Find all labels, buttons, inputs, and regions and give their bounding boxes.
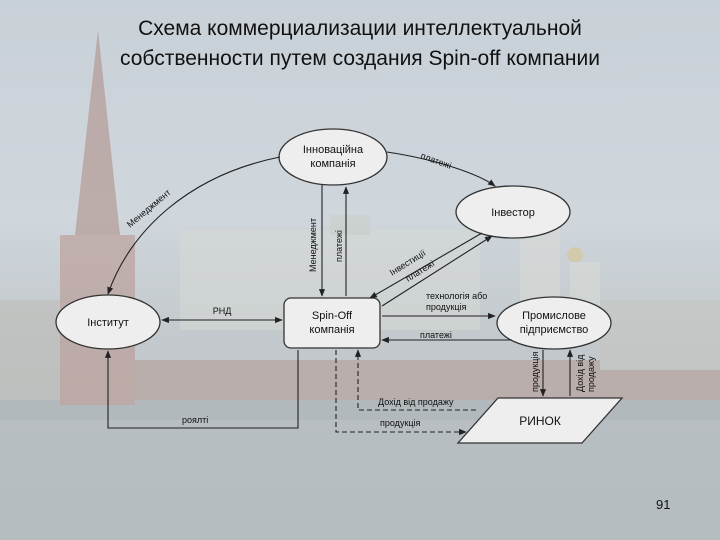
label-technology-2: продукція [426, 302, 467, 312]
edge-royalty [104, 350, 299, 429]
innovation-label-1: Інноваційна [303, 144, 364, 156]
market-label: РИНОК [519, 414, 561, 428]
edge-investments [369, 232, 483, 299]
node-innovation-company: Інноваційна компанія [278, 128, 388, 186]
node-industrial-enterprise: Промислове підприємство [496, 296, 612, 350]
label-income-vertical-1: Дохід від [575, 354, 585, 392]
edge-management-left [107, 156, 281, 295]
page-number: 91 [656, 497, 671, 512]
institute-label: Інститут [87, 317, 129, 329]
title-line-1: Схема коммерциализации интеллектуальной [138, 17, 582, 40]
edge-payments-top [386, 151, 496, 187]
node-market: РИНОК [456, 397, 624, 444]
slide-title: Схема коммерциализации интеллектуальной … [0, 14, 720, 74]
edge-payments-diag [381, 235, 493, 307]
label-technology-1: технологія або [426, 291, 487, 301]
label-income-sales: Дохід від продажу [378, 397, 454, 407]
label-income-vertical-2: продажу [586, 356, 596, 392]
industrial-label-1: Промислове [522, 310, 586, 322]
industrial-label-2: підприємство [520, 324, 589, 336]
edge-products-market [335, 350, 467, 436]
label-payments-top: платежі [419, 150, 452, 170]
title-line-2: собственности путем создания Spin-off ко… [120, 47, 600, 70]
innovation-label-2: компанія [310, 158, 355, 170]
spinoff-label-1: Spin-Off [312, 310, 353, 322]
spinoff-label-2: компанія [309, 324, 354, 336]
label-products-market: продукція [380, 418, 421, 428]
label-management-left: Менеджмент [125, 187, 173, 229]
label-payments-center: платежі [334, 230, 344, 262]
label-royalty: роялті [182, 415, 208, 425]
investor-label: Інвестор [491, 207, 535, 219]
node-investor: Інвестор [455, 185, 571, 239]
node-institute: Інститут [55, 294, 161, 350]
label-rnd: РНД [213, 306, 232, 316]
label-management-center: Менеджмент [308, 218, 318, 272]
node-spinoff-company: Spin-Off компанія [283, 297, 381, 349]
label-products-vertical: продукція [530, 351, 540, 392]
label-payments-industry: платежі [420, 330, 452, 340]
